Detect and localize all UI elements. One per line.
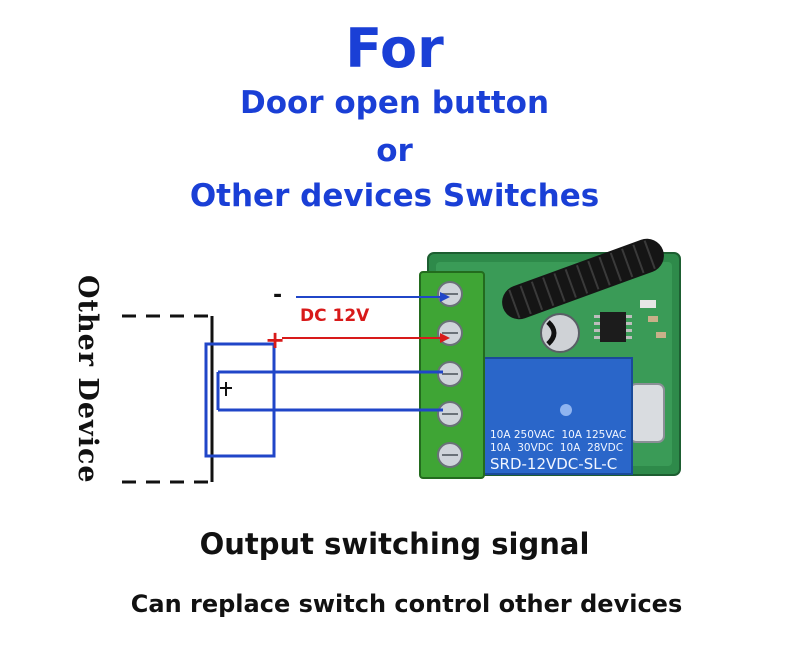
title-door-open-button: Door open button xyxy=(239,85,550,121)
other-device-connection xyxy=(122,314,214,484)
caption-output-switching-signal: Output switching signal xyxy=(199,527,590,561)
other-device-label: Other Device xyxy=(72,275,103,484)
title-for: For xyxy=(345,17,444,80)
relay-module: 10A 250VAC 10A 125VAC 10A 30VDC 10A 28VD… xyxy=(419,238,681,479)
title-or: or xyxy=(376,133,413,169)
relay-model: SRD-12VDC-SL-C xyxy=(490,455,617,473)
crystal xyxy=(629,383,665,443)
relay xyxy=(483,357,633,475)
plus-sign: + xyxy=(265,326,286,354)
terminal-block xyxy=(419,271,485,479)
dc-voltage-label: DC 12V xyxy=(300,306,370,326)
minus-sign: - xyxy=(273,283,283,308)
title-other-devices-switches: Other devices Switches xyxy=(189,178,600,214)
relay-rating-row2: 10A 30VDC 10A 28VDC xyxy=(490,442,623,454)
ic-chip xyxy=(600,312,626,342)
capacitor xyxy=(540,313,580,353)
antenna-coil xyxy=(502,238,664,320)
switch-symbol xyxy=(204,342,276,458)
relay-rating-row1: 10A 250VAC 10A 125VAC xyxy=(490,429,626,441)
caption-replace-switch: Can replace switch control other devices xyxy=(130,590,683,618)
